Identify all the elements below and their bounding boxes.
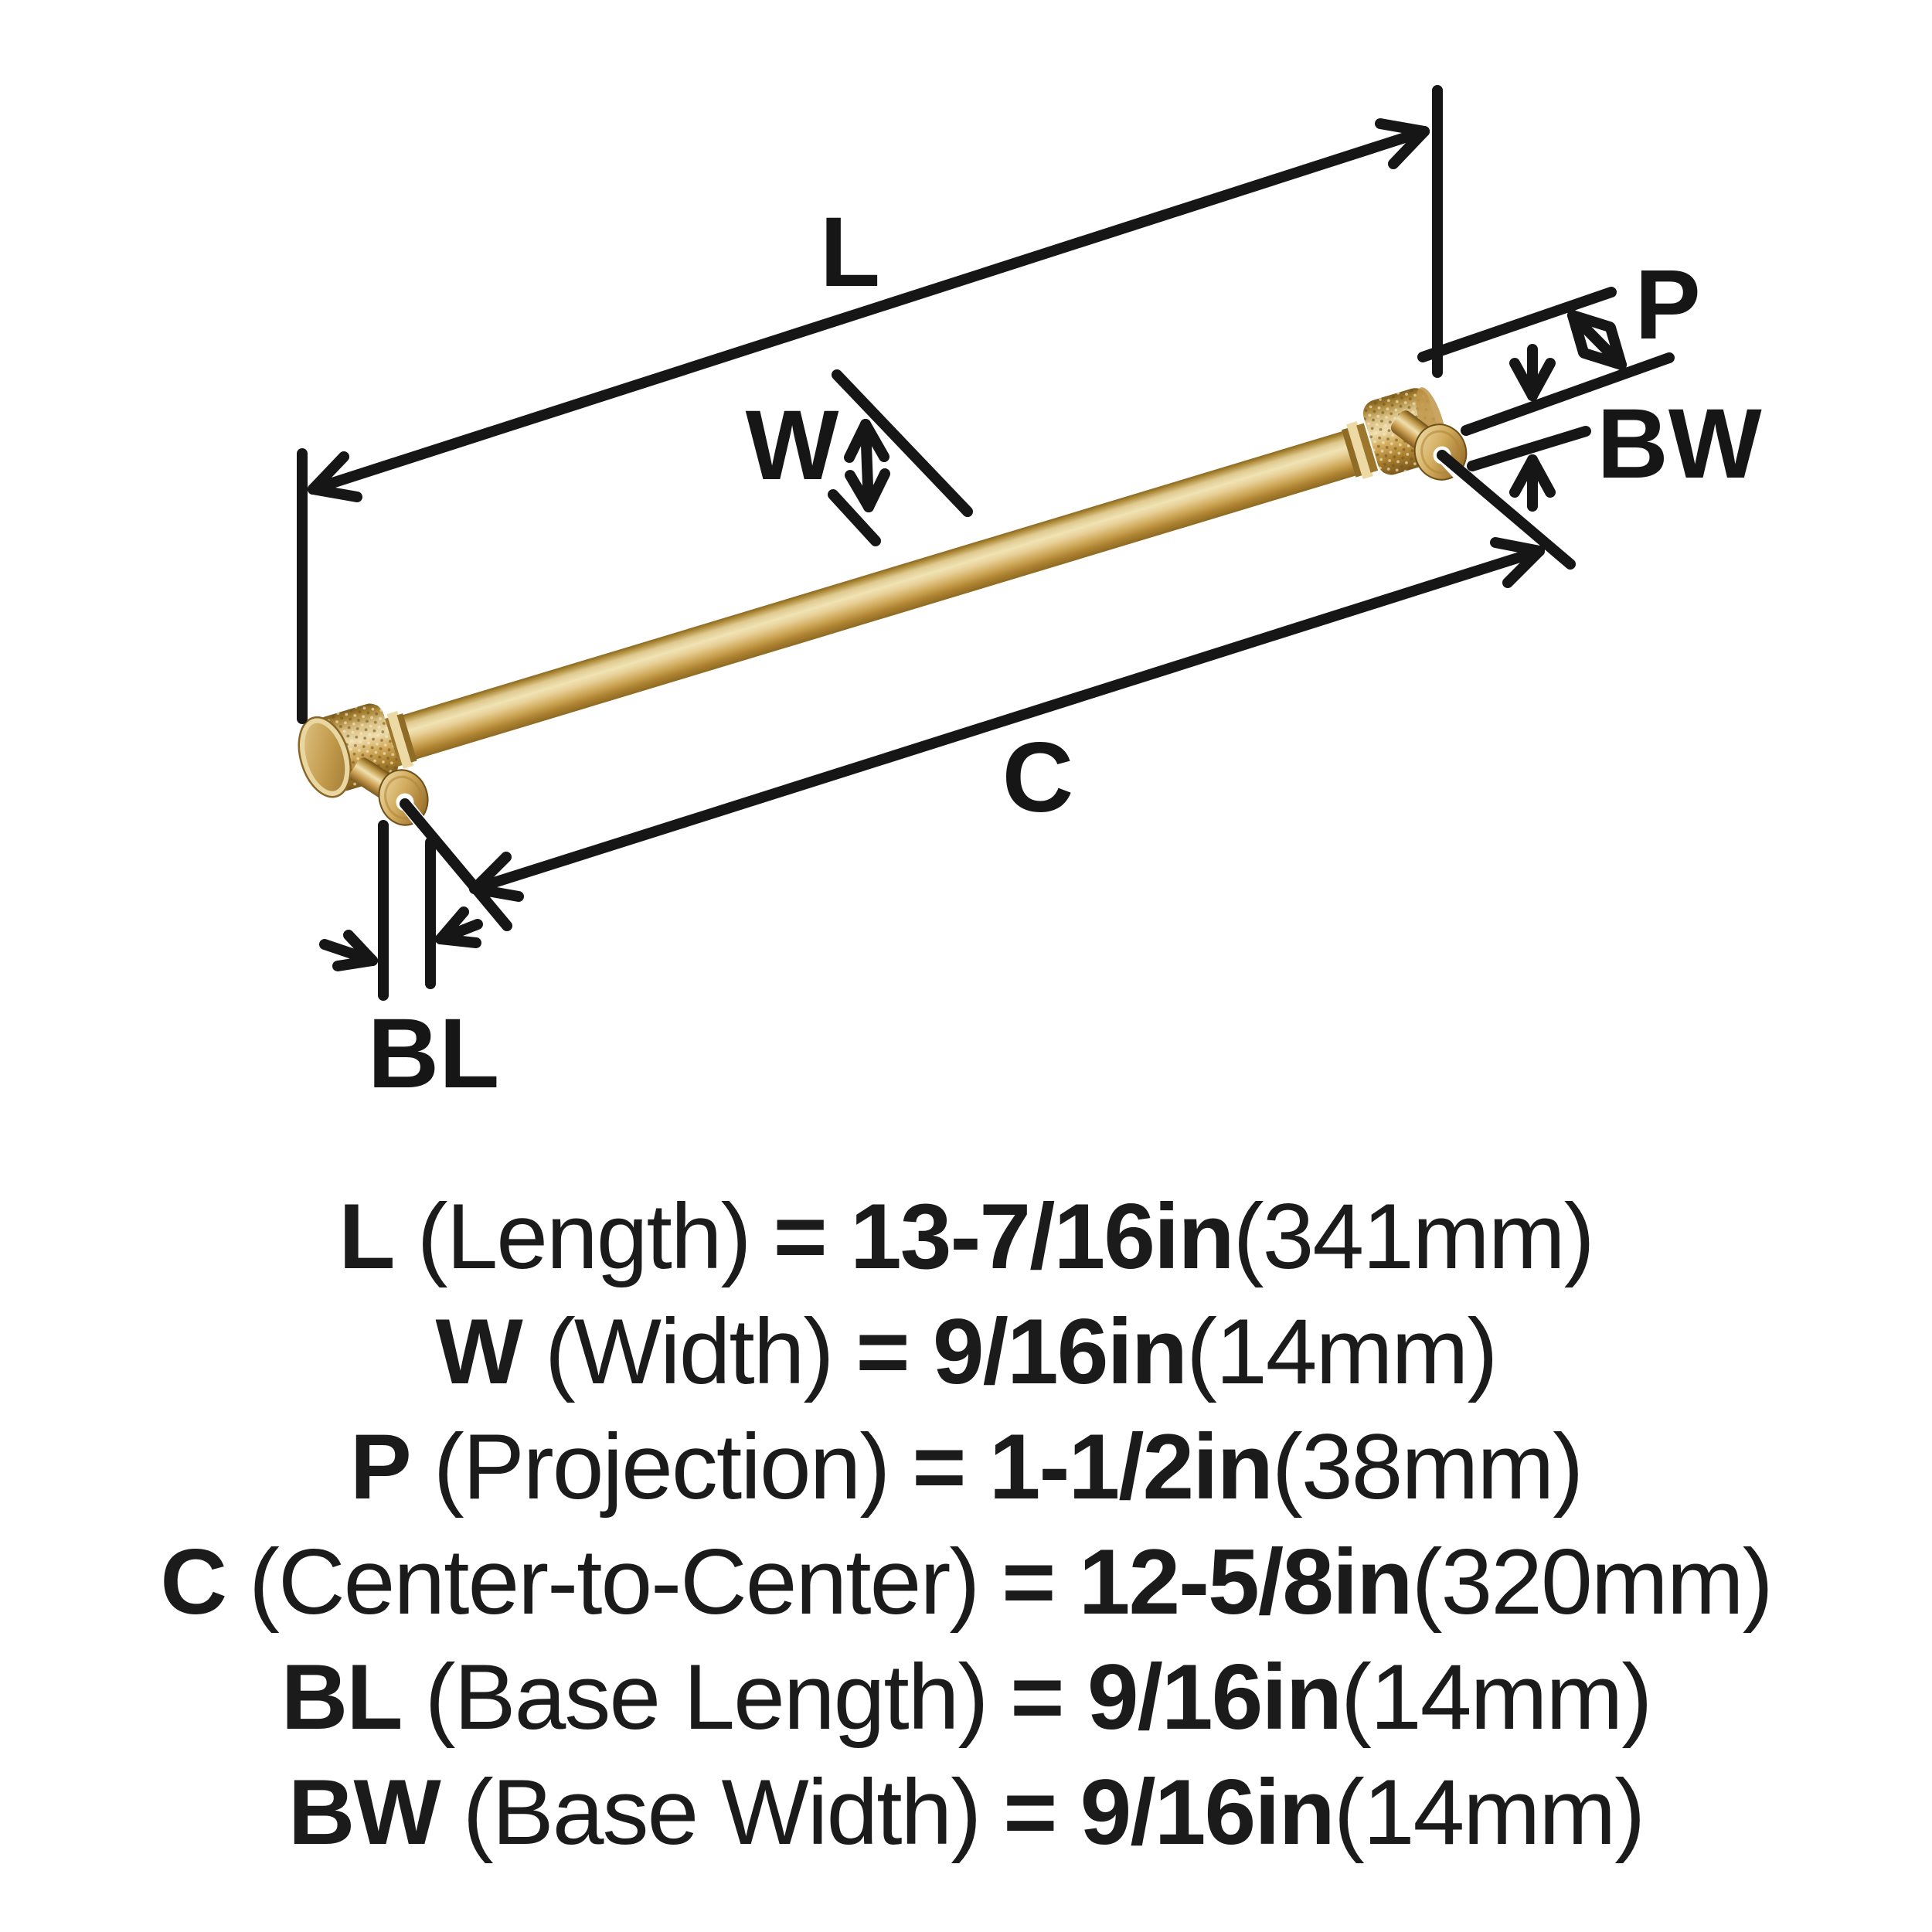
width-arrow-shaft bbox=[860, 419, 874, 512]
arrowhead-right-icon bbox=[1490, 537, 1545, 588]
center-dimension-line bbox=[469, 546, 1545, 894]
spec-line-center-to-center: C (Center-to-Center) = 12-5/8in (320mm) bbox=[160, 1525, 1774, 1640]
base-width-tick-bottom bbox=[1467, 426, 1591, 471]
spec-table: L (Length) = 13-7/16in (341mm) W (Width)… bbox=[0, 1179, 1932, 1870]
spec-descriptor: (Base Length) bbox=[424, 1645, 989, 1749]
projection-arrow-shaft bbox=[1567, 310, 1627, 370]
spec-line-projection: P (Projection) = 1-1/2in (38mm) bbox=[349, 1410, 1584, 1525]
spec-symbol: C bbox=[160, 1530, 227, 1634]
arrow-down-icon bbox=[1509, 344, 1556, 401]
dimension-projection bbox=[1417, 287, 1627, 370]
left-cap-face bbox=[299, 717, 351, 797]
spec-value: = 12-5/8in bbox=[1002, 1530, 1413, 1634]
arrowhead-left-icon bbox=[308, 451, 362, 502]
arrowhead-downright-icon bbox=[1579, 322, 1627, 370]
spec-metric: (14mm) bbox=[1186, 1300, 1498, 1403]
spec-line-base-length: BL (Base Length) = 9/16in (14mm) bbox=[281, 1640, 1653, 1755]
label-width: W bbox=[746, 390, 839, 501]
spec-metric: (14mm) bbox=[1341, 1645, 1652, 1749]
width-tick-inner bbox=[828, 489, 881, 546]
dimension-center-to-center bbox=[400, 450, 1576, 931]
dimension-length bbox=[297, 85, 1443, 724]
width-tick-outer bbox=[832, 369, 973, 517]
label-base-width: BW bbox=[1597, 389, 1761, 499]
label-center-to-center: C bbox=[1002, 723, 1073, 833]
arrow-right-icon bbox=[319, 930, 378, 971]
spec-value: = 9/16in bbox=[1003, 1760, 1335, 1864]
spec-symbol: P bbox=[349, 1415, 412, 1519]
spec-symbol: L bbox=[338, 1185, 395, 1288]
spec-metric: (38mm) bbox=[1271, 1415, 1583, 1519]
spec-descriptor: (Center-to-Center) bbox=[249, 1530, 980, 1634]
arrowhead-down-icon bbox=[845, 468, 890, 512]
arrowhead-upleft-icon bbox=[1567, 310, 1615, 358]
length-dimension-line bbox=[308, 126, 1430, 495]
spec-value: = 9/16in bbox=[855, 1300, 1188, 1403]
dimension-base-length bbox=[319, 820, 483, 1001]
center-extension-tick-right bbox=[1437, 450, 1576, 570]
spec-value: = 1-1/2in bbox=[912, 1415, 1274, 1519]
spec-value: = 13-7/16in bbox=[773, 1185, 1235, 1288]
projection-tick bbox=[1417, 287, 1617, 362]
arrow-left-icon bbox=[435, 906, 483, 948]
spec-descriptor: (Projection) bbox=[433, 1415, 891, 1519]
spec-symbol: BW bbox=[287, 1760, 441, 1864]
spec-descriptor: (Length) bbox=[417, 1185, 752, 1288]
arrowhead-right-icon bbox=[1375, 118, 1430, 169]
spec-metric: (341mm) bbox=[1233, 1185, 1595, 1288]
spec-metric: (320mm) bbox=[1411, 1530, 1774, 1634]
arrowhead-up-icon bbox=[844, 419, 889, 463]
arrowhead-left-icon bbox=[469, 852, 524, 902]
center-extension-tick-left bbox=[400, 798, 512, 931]
pull-handle bbox=[298, 387, 1468, 830]
right-collar-rings bbox=[1342, 421, 1379, 480]
spec-line-length: L (Length) = 13-7/16in (341mm) bbox=[338, 1179, 1595, 1294]
spec-metric: (14mm) bbox=[1333, 1760, 1645, 1864]
spec-line-base-width: BW (Base Width) = 9/16in (14mm) bbox=[287, 1755, 1645, 1870]
label-length: L bbox=[820, 197, 880, 308]
spec-descriptor: (Width) bbox=[544, 1300, 835, 1403]
spec-symbol: BL bbox=[281, 1645, 403, 1749]
spec-symbol: W bbox=[435, 1300, 523, 1403]
arrow-up-icon bbox=[1509, 454, 1556, 512]
spec-line-width: W (Width) = 9/16in (14mm) bbox=[435, 1294, 1498, 1410]
spec-value: = 9/16in bbox=[1010, 1645, 1342, 1749]
label-projection: P bbox=[1634, 250, 1700, 360]
dimension-width bbox=[828, 369, 973, 546]
handle-rod bbox=[398, 430, 1360, 761]
label-base-length: BL bbox=[368, 998, 500, 1109]
spec-descriptor: (Base Width) bbox=[462, 1760, 982, 1864]
dimension-base-width bbox=[1461, 344, 1675, 512]
base-width-tick-top bbox=[1461, 352, 1675, 436]
